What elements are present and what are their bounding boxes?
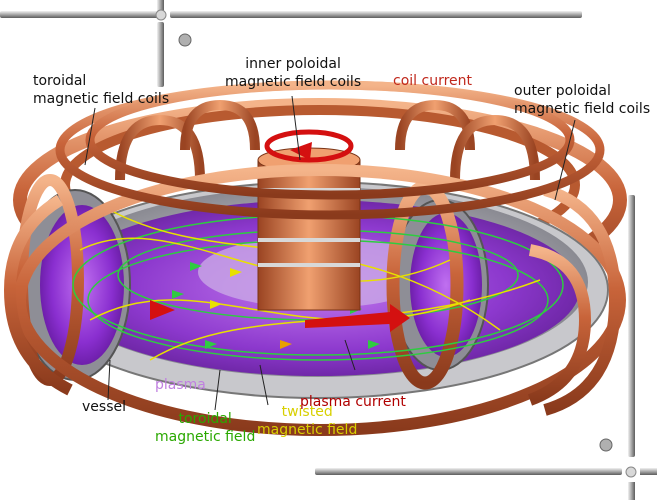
label-plasma: plasma — [155, 376, 206, 394]
label-outer-poloidal-line2: magnetic field coils — [514, 101, 651, 117]
label-plasma-current-text: plasma current — [300, 394, 406, 410]
label-toroidal-field-line2: magnetic field — [155, 429, 256, 445]
label-twisted-field: twisted magnetic field — [257, 403, 357, 439]
label-inner-poloidal-line1: inner poloidal — [245, 56, 341, 72]
decorative-frame-top-left — [0, 0, 582, 87]
label-toroidal-field-line1: toroidal — [178, 411, 232, 427]
label-outer-poloidal: outer poloidal magnetic field coils — [514, 82, 650, 118]
label-toroidal-coils: toroidal magnetic field coils — [33, 72, 169, 108]
label-toroidal-field: toroidal magnetic field — [155, 410, 255, 446]
label-leader-lines — [84, 95, 576, 411]
label-toroidal-coils-line2: magnetic field coils — [33, 91, 170, 107]
label-vessel-text: vessel — [82, 399, 126, 415]
toroidal-coils-back — [115, 99, 540, 181]
label-outer-poloidal-line1: outer poloidal — [514, 83, 611, 99]
label-twisted-field-line2: magnetic field — [257, 422, 358, 438]
label-coil-current-text: coil current — [393, 73, 472, 89]
coil-current-arrow-icon — [264, 129, 354, 163]
label-inner-poloidal: inner poloidal magnetic field coils — [225, 55, 361, 91]
label-coil-current: coil current — [393, 72, 472, 90]
inner-poloidal-coil-stack — [257, 147, 361, 311]
label-inner-poloidal-line2: magnetic field coils — [225, 74, 362, 90]
label-toroidal-coils-line1: toroidal — [33, 73, 87, 89]
toroidal-coils-front — [3, 164, 626, 436]
label-plasma-text: plasma — [155, 377, 206, 393]
label-plasma-current: plasma current — [300, 393, 406, 411]
decorative-frame-bottom-right — [315, 195, 657, 500]
plasma-current-arrow-icon — [150, 300, 410, 332]
label-vessel: vessel — [82, 398, 126, 416]
label-twisted-field-line1: twisted — [281, 404, 333, 420]
